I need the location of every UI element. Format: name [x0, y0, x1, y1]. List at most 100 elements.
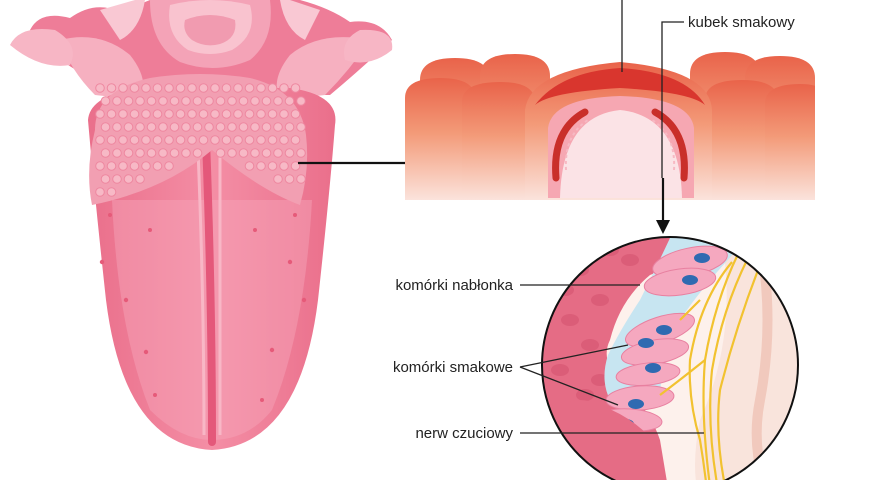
papilla-bump: [95, 109, 105, 119]
epithelial-cell: [591, 294, 609, 306]
papilla-bump: [146, 148, 157, 158]
papilla-bump: [233, 109, 243, 119]
papilla-bump: [279, 83, 289, 93]
papilla-bump: [95, 187, 105, 197]
papilla-bump: [279, 135, 289, 145]
papilla-bump: [112, 148, 122, 158]
papilla-bump: [210, 135, 220, 145]
magnified-leaders: [519, 284, 704, 434]
papilla-bump: [141, 83, 151, 93]
papilla-bump: [141, 135, 151, 145]
papilla-bump: [261, 96, 272, 106]
papilla-bump: [215, 148, 226, 158]
label-epithelial-cells: komórki nabłonka: [395, 277, 513, 294]
papilla-bump: [215, 122, 226, 132]
papilla-bump: [123, 174, 134, 184]
papilla-bump: [129, 161, 140, 171]
papilla-bump: [95, 161, 105, 171]
epithelial-cell: [601, 244, 619, 256]
papilla-bump: [118, 161, 128, 171]
papilla-bump: [273, 96, 283, 106]
papilla-bump: [135, 148, 145, 158]
papilla-bump: [112, 96, 122, 106]
papilla-bump: [164, 109, 174, 119]
epithelial-cell: [566, 464, 584, 476]
epithelial-cell: [551, 244, 569, 256]
papilla-bump: [106, 161, 117, 171]
papilla-bump: [164, 135, 174, 145]
papilla-bump: [227, 148, 237, 158]
papilla-bump: [141, 109, 151, 119]
papilla-bump: [106, 187, 117, 197]
papilla-bump: [135, 96, 145, 106]
papilla-bump: [284, 122, 295, 132]
papilla-bump: [210, 109, 220, 119]
epithelial-cell: [561, 314, 579, 326]
papilla-bump: [284, 174, 295, 184]
papilla-bump: [95, 83, 105, 93]
papilla-bump: [123, 148, 134, 158]
papilla-bump: [261, 122, 272, 132]
median-sulcus: [202, 136, 216, 446]
epithelial-cell: [576, 389, 594, 401]
papilla-bump: [261, 148, 272, 158]
papilla-bump: [198, 83, 209, 93]
papilla-bump: [233, 135, 243, 145]
papilla-bump: [175, 135, 186, 145]
papilla-bump: [238, 96, 249, 106]
epithelial-cell: [551, 364, 569, 376]
papilla-bump: [106, 135, 117, 145]
papilla-bump: [273, 174, 283, 184]
papilla-bump: [187, 83, 197, 93]
magnified-taste-bud: [541, 236, 799, 480]
papilla-bump: [181, 96, 191, 106]
papilla-bump: [158, 96, 168, 106]
papilla-bump: [284, 96, 295, 106]
papilla-bump: [267, 83, 278, 93]
papilla-bump: [129, 135, 140, 145]
surface-dots: [99, 213, 307, 402]
papilla-bump: [227, 96, 237, 106]
papilla-bump: [187, 109, 197, 119]
papilla-bump: [181, 122, 191, 132]
papilla-bump: [100, 174, 111, 184]
papilla-bump: [169, 148, 180, 158]
papilla-bump: [256, 109, 266, 119]
papilla-bump: [204, 96, 214, 106]
papilla-bump: [135, 174, 145, 184]
nerve-fibers: [659, 249, 760, 480]
papilla-bump: [296, 148, 306, 158]
papilla-bump: [192, 148, 203, 158]
papilla-bump: [187, 135, 197, 145]
papilla-cross-section: [405, 52, 815, 200]
papilla-bump: [95, 135, 105, 145]
papilla-bump: [215, 96, 226, 106]
papilla-bump: [210, 83, 220, 93]
papilla-bump: [296, 122, 306, 132]
papilla-bump: [256, 135, 266, 145]
papilla-bump: [279, 109, 289, 119]
papillae-region: [89, 74, 308, 205]
papilla-bump: [256, 83, 266, 93]
papilla-bump: [129, 109, 140, 119]
papilla-bump: [221, 135, 232, 145]
papilla-bump: [267, 135, 278, 145]
papilla-bump: [267, 161, 278, 171]
papilla-bump: [123, 122, 134, 132]
papilla-bump: [204, 122, 214, 132]
papilla-bump: [181, 148, 191, 158]
papilla-bump: [290, 135, 301, 145]
papilla-bump: [290, 161, 301, 171]
papilla-bump: [221, 83, 232, 93]
label-taste-cells: komórki smakowe: [393, 359, 513, 376]
epithelial-cell: [621, 254, 639, 266]
papilla-bump: [273, 148, 283, 158]
papilla-bump: [152, 161, 163, 171]
papilla-bump: [100, 148, 111, 158]
papilla-bump: [244, 83, 255, 93]
papilla-bump: [233, 83, 243, 93]
papilla-bump: [112, 174, 122, 184]
papilla-bump: [152, 83, 163, 93]
papilla-bump: [273, 122, 283, 132]
papilla-bump: [227, 122, 237, 132]
